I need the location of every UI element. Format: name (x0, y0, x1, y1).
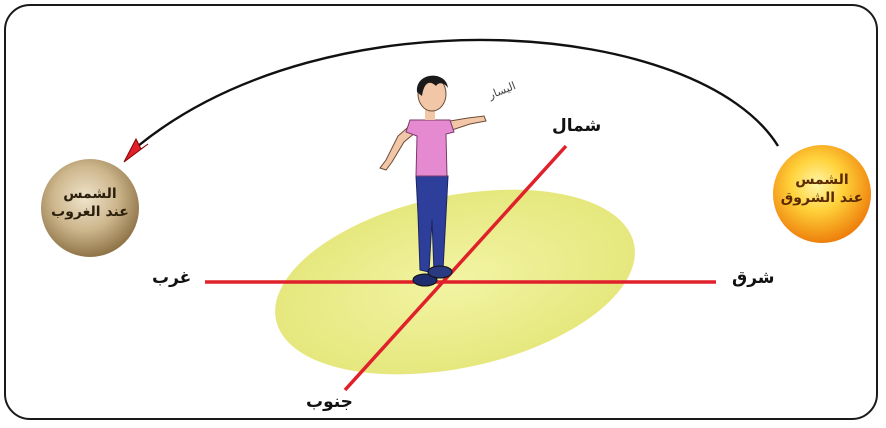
sun-path-arc (137, 38, 780, 147)
north-south-axis (343, 144, 568, 392)
sunrise-sun (773, 145, 871, 243)
sunset-line2: عند الغروب (51, 203, 129, 220)
sunset-caption: الشمس عند الغروب (41, 186, 139, 221)
sunrise-line2: عند الشروق (780, 189, 864, 206)
east-label: شرق (732, 268, 775, 288)
arc-arrowhead (123, 137, 149, 163)
sunrise-caption: الشمس عند الشروق (773, 172, 871, 207)
west-label: غرب (152, 268, 192, 288)
boy-figure (379, 75, 487, 287)
sunset-sun (41, 159, 139, 257)
sunset-line1: الشمس (63, 186, 117, 202)
frame-border (4, 4, 878, 420)
south-label: جنوب (306, 392, 353, 412)
sunrise-line1: الشمس (795, 172, 849, 188)
north-label: شمال (552, 116, 602, 136)
